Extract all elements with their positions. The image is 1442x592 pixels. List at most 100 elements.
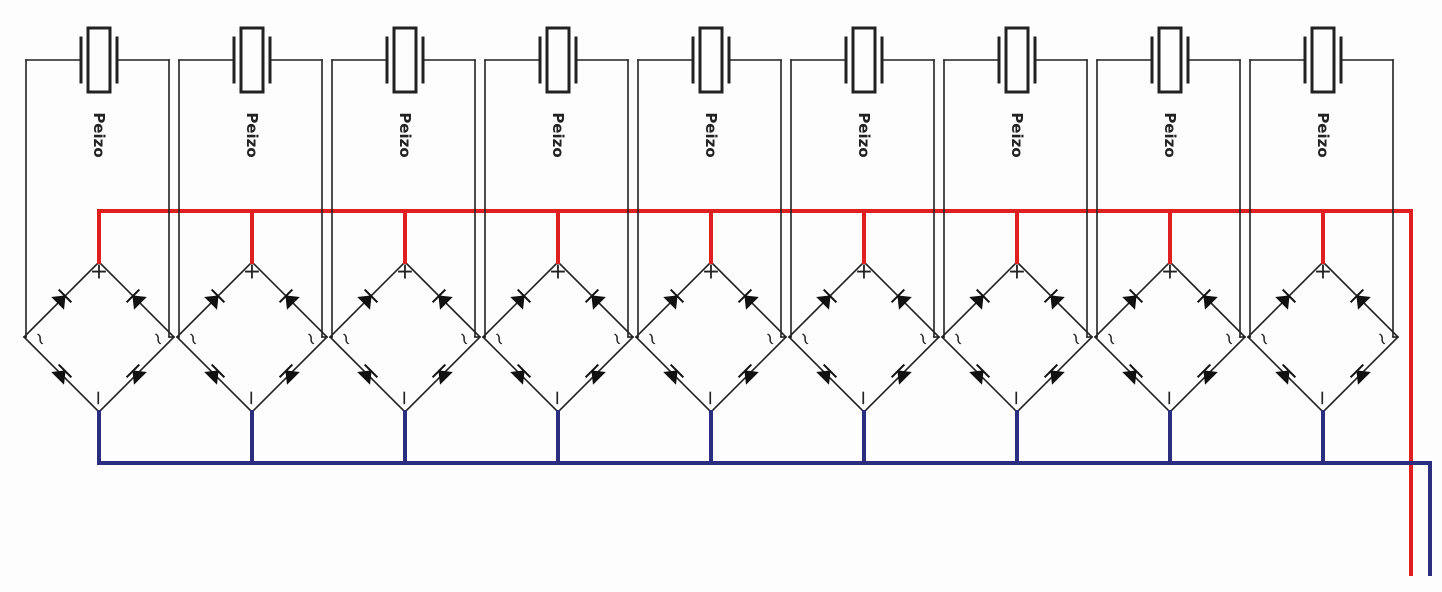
piezo-crystal bbox=[1310, 26, 1336, 94]
diode-upper-right-bar bbox=[1196, 288, 1212, 304]
minus-symbol: − bbox=[1005, 390, 1029, 407]
diode-upper-left-triangle bbox=[969, 295, 984, 310]
diode-lower-left-triangle bbox=[510, 370, 525, 385]
piezo-element-icon bbox=[997, 26, 1037, 94]
ac-symbol-left: ~ bbox=[334, 328, 359, 349]
piezo-label: Peizo bbox=[1008, 112, 1026, 157]
piezo-label: Peizo bbox=[1161, 112, 1179, 157]
ac-symbol-left: ~ bbox=[1099, 328, 1124, 349]
diode-lower-right-bar bbox=[125, 363, 141, 379]
minus-symbol: − bbox=[699, 390, 723, 407]
diode-lower-right-triangle bbox=[1356, 370, 1371, 385]
diode-upper-right-triangle bbox=[438, 295, 453, 310]
minus-symbol: − bbox=[393, 390, 417, 407]
ac-symbol-right: ~ bbox=[1370, 328, 1395, 349]
diode-upper-right-bar bbox=[1043, 288, 1059, 304]
diode-upper-left-bar bbox=[1128, 288, 1144, 304]
ac-symbol-right: ~ bbox=[1064, 328, 1089, 349]
piezo-element-icon bbox=[1150, 26, 1190, 94]
diode-upper-left-triangle bbox=[51, 295, 66, 310]
piezo-crystal bbox=[698, 26, 724, 94]
ac-symbol-right: ~ bbox=[146, 328, 171, 349]
ac-symbol-right: ~ bbox=[911, 328, 936, 349]
plus-symbol: + bbox=[90, 260, 108, 285]
piezo-label: Peizo bbox=[1314, 112, 1332, 157]
bridge-unit: Peizo+−~~ bbox=[481, 26, 635, 465]
piezo-label: Peizo bbox=[396, 112, 414, 157]
diode-upper-left-triangle bbox=[816, 295, 831, 310]
diode-lower-left-triangle bbox=[51, 370, 66, 385]
ac-symbol-left: ~ bbox=[487, 328, 512, 349]
piezo-label: Peizo bbox=[90, 112, 108, 157]
diode-upper-left-bar bbox=[210, 288, 226, 304]
units-layer: Peizo+−~~Peizo+−~~Peizo+−~~Peizo+−~~Peiz… bbox=[22, 26, 1400, 465]
bridge-unit: Peizo+−~~ bbox=[328, 26, 482, 465]
diode-upper-right-bar bbox=[1349, 288, 1365, 304]
diode-upper-right-triangle bbox=[744, 295, 759, 310]
piezo-element-icon bbox=[691, 26, 731, 94]
ac-symbol-right: ~ bbox=[605, 328, 630, 349]
plus-symbol: + bbox=[243, 260, 261, 285]
bridge-unit: Peizo+−~~ bbox=[1093, 26, 1247, 465]
diode-upper-left-bar bbox=[57, 288, 73, 304]
diode-lower-left-triangle bbox=[204, 370, 219, 385]
diode-lower-left-triangle bbox=[969, 370, 984, 385]
piezo-element-icon bbox=[232, 26, 272, 94]
ac-symbol-left: ~ bbox=[793, 328, 818, 349]
plus-symbol: + bbox=[396, 260, 414, 285]
diode-upper-left-triangle bbox=[1275, 295, 1290, 310]
minus-symbol: − bbox=[546, 390, 570, 407]
diode-lower-left-bar bbox=[975, 363, 991, 379]
ac-symbol-left: ~ bbox=[946, 328, 971, 349]
diode-lower-right-bar bbox=[1196, 363, 1212, 379]
diode-upper-left-triangle bbox=[1122, 295, 1137, 310]
diode-upper-right-triangle bbox=[285, 295, 300, 310]
plus-symbol: + bbox=[702, 260, 720, 285]
diode-lower-left-triangle bbox=[816, 370, 831, 385]
diode-lower-left-bar bbox=[822, 363, 838, 379]
diode-upper-left-bar bbox=[975, 288, 991, 304]
diode-upper-left-triangle bbox=[510, 295, 525, 310]
diode-upper-right-triangle bbox=[897, 295, 912, 310]
diode-lower-right-triangle bbox=[1203, 370, 1218, 385]
piezo-element-icon bbox=[385, 26, 425, 94]
diode-lower-right-bar bbox=[1349, 363, 1365, 379]
piezo-crystal bbox=[239, 26, 265, 94]
diode-lower-right-triangle bbox=[1050, 370, 1065, 385]
piezo-label: Peizo bbox=[702, 112, 720, 157]
minus-symbol: − bbox=[240, 390, 264, 407]
plus-symbol: + bbox=[855, 260, 873, 285]
piezo-element-icon bbox=[844, 26, 884, 94]
bridge-unit: Peizo+−~~ bbox=[175, 26, 329, 465]
bridge-unit: Peizo + − ~ ~ bbox=[634, 26, 788, 465]
diode-upper-right-bar bbox=[737, 288, 753, 304]
minus-symbol: − bbox=[1311, 390, 1335, 407]
plus-symbol: + bbox=[1008, 260, 1026, 285]
diode-lower-right-triangle bbox=[285, 370, 300, 385]
ac-symbol-right: ~ bbox=[758, 328, 783, 349]
minus-symbol: − bbox=[852, 390, 876, 407]
ac-symbol-left: ~ bbox=[640, 328, 665, 349]
piezo-crystal bbox=[545, 26, 571, 94]
diode-upper-left-bar bbox=[363, 288, 379, 304]
diode-lower-right-triangle bbox=[591, 370, 606, 385]
piezo-crystal bbox=[1004, 26, 1030, 94]
piezo-label: Peizo bbox=[243, 112, 261, 157]
piezo-crystal bbox=[392, 26, 418, 94]
diode-lower-left-triangle bbox=[1275, 370, 1290, 385]
diode-upper-right-triangle bbox=[591, 295, 606, 310]
piezo-label: Peizo bbox=[855, 112, 873, 157]
diode-upper-right-triangle bbox=[1203, 295, 1218, 310]
diode-lower-right-triangle bbox=[744, 370, 759, 385]
piezo-crystal bbox=[86, 26, 112, 94]
diode-lower-right-triangle bbox=[438, 370, 453, 385]
diode-lower-right-bar bbox=[431, 363, 447, 379]
ac-symbol-right: ~ bbox=[299, 328, 324, 349]
diode-upper-left-triangle bbox=[663, 295, 678, 310]
diode-lower-right-bar bbox=[1043, 363, 1059, 379]
diode-upper-left-bar bbox=[822, 288, 838, 304]
ac-symbol-right: ~ bbox=[1217, 328, 1242, 349]
diode-upper-right-bar bbox=[431, 288, 447, 304]
bridge-unit: Peizo+−~~ bbox=[1246, 26, 1400, 465]
